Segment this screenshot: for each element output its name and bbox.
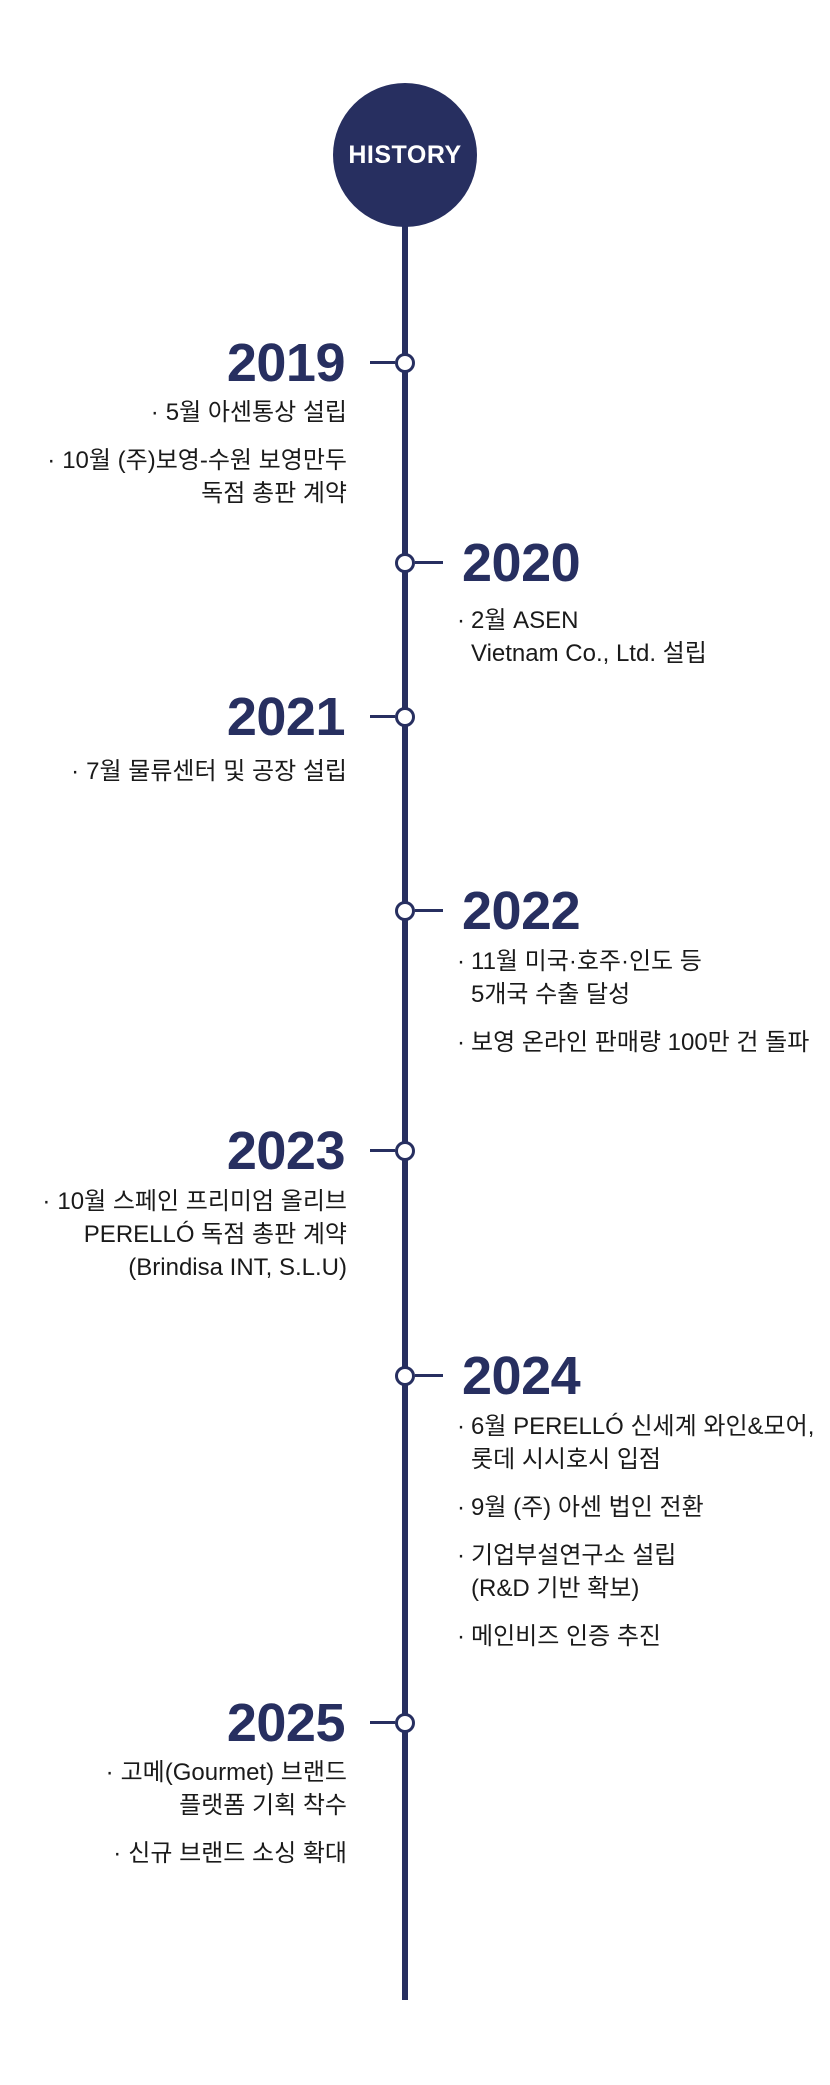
bullet-dot-icon: · — [457, 607, 465, 634]
item-text: (R&D 기반 확보) — [471, 1575, 640, 1602]
node-circle-icon — [395, 1141, 415, 1161]
year-label: 2025 — [226, 1693, 346, 1753]
bullet-dot-icon: · — [47, 447, 56, 474]
year-label: 2022 — [462, 881, 581, 941]
connector-line — [370, 715, 395, 718]
timeline-item: ·보영 온라인 판매량 100만 건 돌파 — [457, 1026, 809, 1059]
item-text: 독점 총판 계약 — [201, 480, 347, 507]
node-circle-icon — [395, 353, 415, 373]
node-circle-icon — [395, 707, 415, 727]
item-text: 5월 아센통상 설립 — [165, 399, 347, 426]
connector-line — [370, 1149, 395, 1152]
bullet-dot-icon: · — [71, 758, 80, 785]
connector-line — [415, 1374, 443, 1377]
item-text: PERELLÓ 독점 총판 계약 — [83, 1221, 347, 1248]
timeline-item: ·10월 스페인 프리미엄 올리브 PERELLÓ 독점 총판 계약 (Brindi… — [42, 1185, 347, 1284]
item-text: 6월 PERELLÓ 신세계 와인&모어, — [471, 1413, 815, 1440]
item-text: 기업부설연구소 설립 — [471, 1542, 677, 1569]
item-text: 메인비즈 인증 추진 — [471, 1623, 661, 1650]
history-badge-label: HISTORY — [348, 140, 462, 169]
node-circle-icon — [395, 553, 415, 573]
item-text: 2월 ASEN — [471, 607, 579, 634]
connector-line — [370, 1721, 395, 1724]
milestone-items: ·7월 물류센터 및 공장 설립 — [71, 755, 347, 788]
node-circle-icon — [395, 1713, 415, 1733]
timeline-item: ·5월 아센통상 설립 — [47, 396, 347, 429]
connector-line — [415, 561, 443, 564]
item-text: 10월 (주)보영-수원 보영만두 — [62, 447, 347, 474]
item-text: 보영 온라인 판매량 100만 건 돌파 — [471, 1029, 810, 1056]
item-text: Vietnam Co., Ltd. 설립 — [471, 640, 707, 667]
history-badge: HISTORY — [333, 83, 477, 227]
timeline-item: ·신규 브랜드 소싱 확대 — [106, 1837, 347, 1870]
node-circle-icon — [395, 901, 415, 921]
item-text: 10월 스페인 프리미엄 올리브 — [57, 1188, 347, 1215]
timeline-item: ·6월 PERELLÓ 신세계 와인&모어, 롯데 시시호시 입점 — [457, 1410, 814, 1476]
year-label: 2020 — [462, 533, 581, 593]
item-text: 7월 물류센터 및 공장 설립 — [86, 758, 347, 785]
bullet-dot-icon: · — [105, 1759, 114, 1786]
node-circle-icon — [395, 1366, 415, 1386]
timeline-item: ·메인비즈 인증 추진 — [457, 1620, 814, 1653]
item-text: 고메(Gourmet) 브랜드 — [120, 1759, 347, 1786]
timeline-item: ·2월 ASEN Vietnam Co., Ltd. 설립 — [457, 604, 707, 670]
bullet-dot-icon: · — [457, 1029, 465, 1056]
bullet-dot-icon: · — [457, 948, 465, 975]
item-text: 9월 (주) 아센 법인 전환 — [471, 1494, 704, 1521]
item-text: 5개국 수출 달성 — [471, 981, 631, 1008]
item-text: 롯데 시시호시 입점 — [471, 1446, 661, 1473]
year-label: 2023 — [226, 1121, 346, 1181]
year-label: 2024 — [462, 1346, 581, 1406]
timeline-item: ·11월 미국·호주·인도 등 5개국 수출 달성 — [457, 945, 809, 1011]
bullet-dot-icon: · — [457, 1413, 465, 1440]
bullet-dot-icon: · — [150, 399, 159, 426]
timeline-item: ·9월 (주) 아센 법인 전환 — [457, 1491, 814, 1524]
milestone-items: ·2월 ASEN Vietnam Co., Ltd. 설립 — [457, 604, 707, 670]
item-text: 11월 미국·호주·인도 등 — [471, 948, 702, 975]
timeline-axis-line — [402, 160, 408, 2000]
bullet-dot-icon: · — [42, 1188, 51, 1215]
bullet-dot-icon: · — [457, 1542, 465, 1569]
year-label: 2019 — [226, 333, 346, 393]
bullet-dot-icon: · — [457, 1494, 465, 1521]
timeline-item: ·기업부설연구소 설립 (R&D 기반 확보) — [457, 1539, 814, 1605]
connector-line — [370, 361, 395, 364]
milestone-items: ·6월 PERELLÓ 신세계 와인&모어,롯데 시시호시 입점·9월 (주) … — [457, 1410, 814, 1653]
year-label: 2021 — [226, 687, 346, 747]
item-text: 신규 브랜드 소싱 확대 — [128, 1840, 347, 1867]
bullet-dot-icon: · — [457, 1623, 465, 1650]
connector-line — [415, 909, 443, 912]
timeline-item: ·7월 물류센터 및 공장 설립 — [71, 755, 347, 788]
item-text: 플랫폼 기획 착수 — [179, 1792, 347, 1819]
item-text: (Brindisa INT, S.L.U) — [128, 1254, 347, 1281]
bullet-dot-icon: · — [113, 1840, 122, 1867]
milestone-items: ·10월 스페인 프리미엄 올리브 PERELLÓ 독점 총판 계약 (Brindi… — [42, 1185, 347, 1284]
